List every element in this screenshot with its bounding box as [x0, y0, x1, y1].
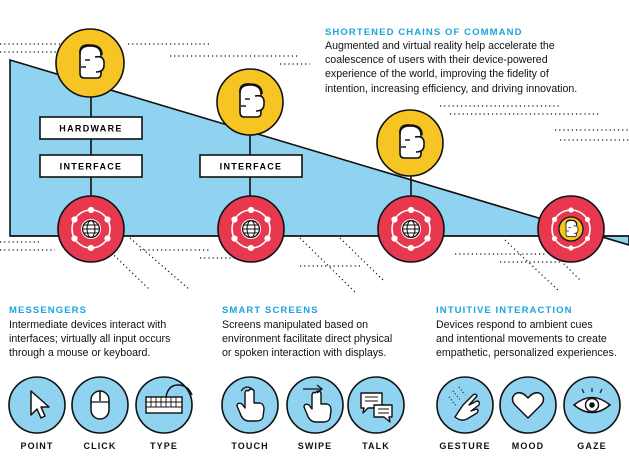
network-globe-icon [217, 195, 285, 263]
description-line: empathetic, personalized experiences. [436, 347, 617, 360]
network-globe-icon [57, 195, 125, 263]
user-avatar-icon [376, 109, 444, 177]
intuitive-interaction-description: Devices respond to ambient cues and inte… [436, 318, 617, 361]
description-line: interfaces; virtually all input occurs [9, 333, 171, 346]
swipe-hand-icon [286, 376, 344, 434]
icon-caption-gaze: GAZE [577, 441, 607, 451]
description-line: Intermediate devices interact with [9, 319, 167, 331]
description-line: Augmented and virtual reality help accel… [325, 40, 555, 52]
icon-caption-gesture: GESTURE [439, 441, 491, 451]
user-avatar-icon [55, 28, 125, 98]
interface-box-2: INTERFACE [199, 154, 303, 178]
interface-box-1-label: INTERFACE [60, 162, 123, 172]
icon-caption-point: POINT [20, 441, 54, 451]
intuitive-interaction-heading: INTUITIVE INTERACTION [436, 305, 573, 316]
description-line: through a mouse or keyboard. [9, 347, 151, 360]
interface-box-1: INTERFACE [39, 154, 143, 178]
user-avatar-icon [216, 68, 284, 136]
smart-screens-heading: SMART SCREENS [222, 305, 319, 316]
network-user-icon [537, 195, 605, 263]
speech-bubble-icon [347, 376, 405, 434]
icon-caption-mood: MOOD [511, 441, 545, 451]
description-line: environment facilitate direct physical [222, 333, 393, 346]
icon-caption-swipe: SWIPE [297, 441, 333, 451]
icon-caption-type: TYPE [150, 441, 178, 451]
smart-screens-description: Screens manipulated based on environment… [222, 318, 392, 361]
description-line: and intentional movements to create [436, 333, 607, 346]
eye-icon [563, 376, 621, 434]
keyboard-icon [135, 376, 193, 434]
messengers-description: Intermediate devices interact with inter… [9, 318, 170, 361]
description-line: experience of the world, improving the f… [325, 68, 549, 81]
dotted-guides [0, 43, 629, 267]
description-line: Devices respond to ambient cues [436, 319, 593, 331]
icon-caption-touch: TOUCH [231, 441, 269, 451]
icon-caption-talk: TALK [362, 441, 390, 451]
hardware-box: HARDWARE [39, 116, 143, 140]
hardware-box-label: HARDWARE [59, 124, 122, 134]
description-line: or spoken interaction with displays. [222, 347, 387, 360]
shortened-chains-description: Augmented and virtual reality help accel… [325, 39, 577, 96]
messengers-heading: MESSENGERS [9, 305, 88, 316]
interaction-wedge [9, 58, 629, 246]
mouse-icon [71, 376, 129, 434]
heart-icon [499, 376, 557, 434]
description-line: Screens manipulated based on [222, 319, 369, 331]
icon-caption-click: CLICK [83, 441, 117, 451]
description-line: intention, increasing efficiency, and dr… [325, 82, 578, 95]
interface-box-2-label: INTERFACE [220, 162, 283, 172]
dotted-diagonals [95, 237, 581, 293]
network-globe-icon [377, 195, 445, 263]
shortened-chains-heading: SHORTENED CHAINS OF COMMAND [325, 27, 523, 38]
gesture-hand-icon [436, 376, 494, 434]
touch-hand-icon [221, 376, 279, 434]
description-line: coalescence of users with their device-p… [325, 54, 548, 67]
cursor-icon [8, 376, 66, 434]
